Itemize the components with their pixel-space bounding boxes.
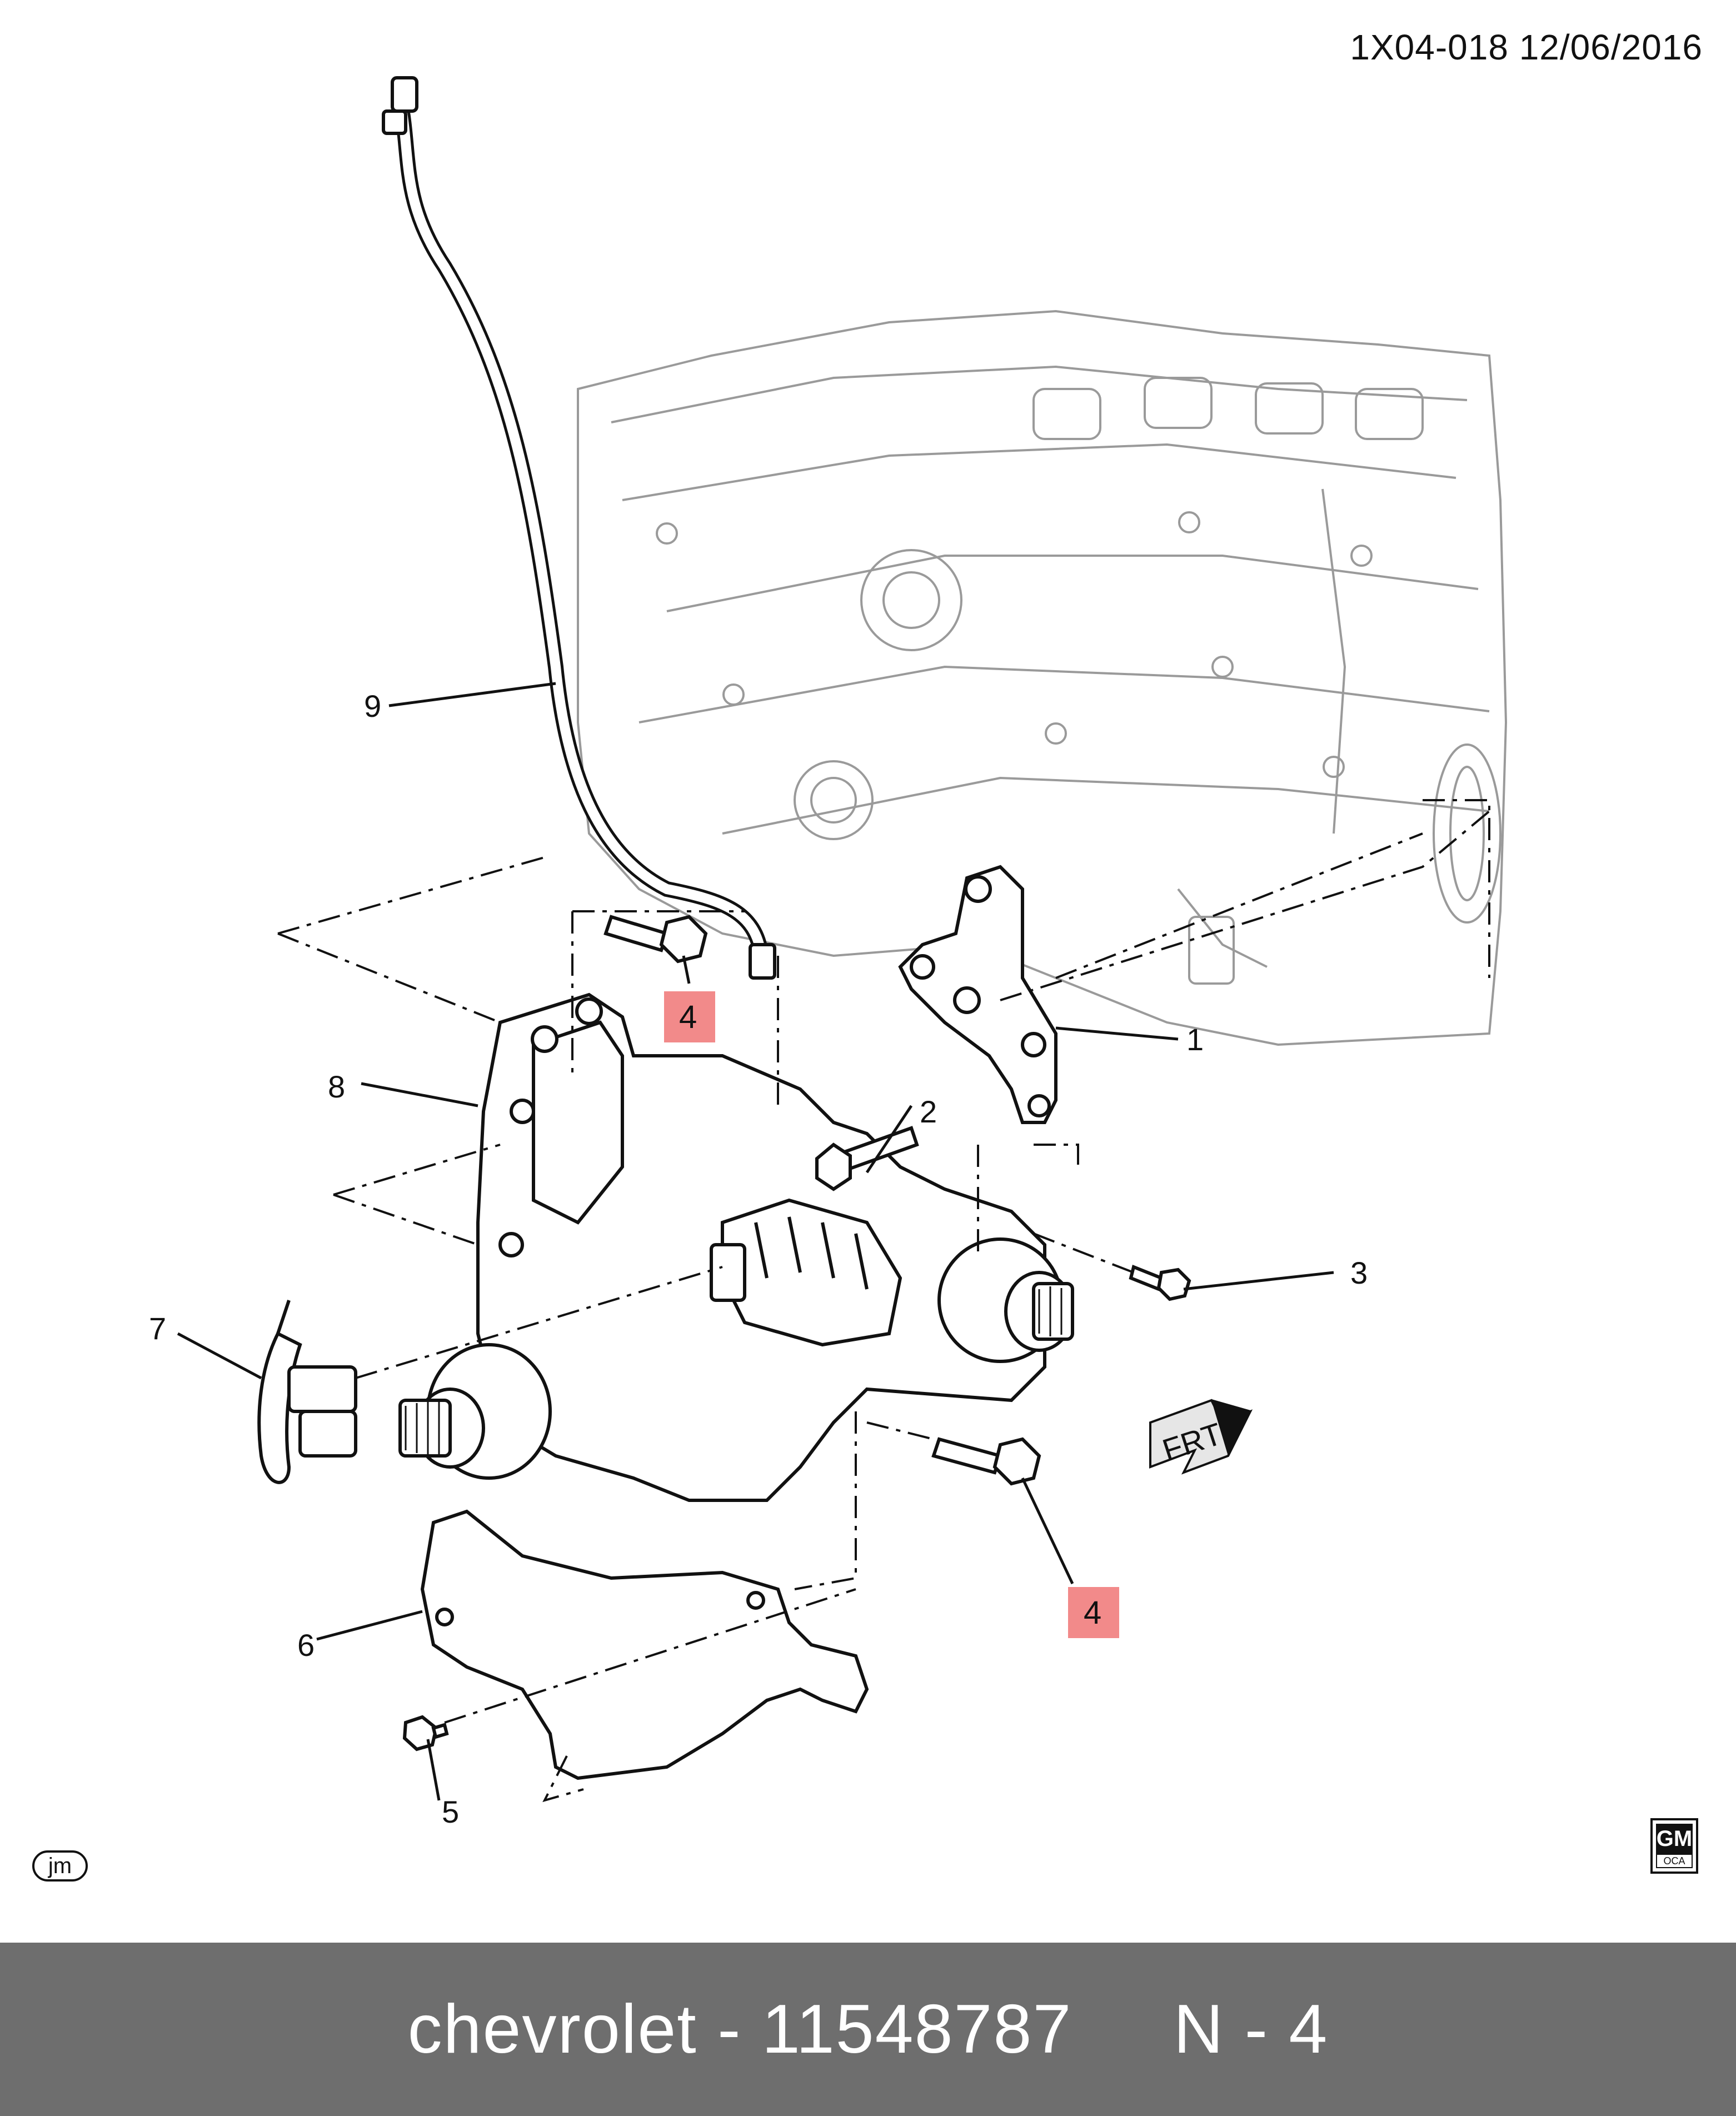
callout-6: 6 [297,1628,315,1663]
engine-block [577,310,1508,1046]
callout-5: 5 [442,1794,459,1829]
footer-part-label: chevrolet - 11548787 N - 4 [407,1991,1329,2068]
document-code: 1X04-018 12/06/2016 [1350,27,1703,67]
dipstick-tube [382,76,776,980]
heat-shield [420,1509,869,1780]
frt-orientation-marker: FRT [1149,1399,1253,1475]
callout-7: 7 [149,1311,166,1346]
callout-4-lower: 4 [1084,1595,1101,1631]
callout-4-upper: 4 [679,999,697,1035]
output-shaft-left [398,1343,552,1480]
bolt-5 [402,1715,449,1751]
callout-9: 9 [364,688,381,723]
bolt-4-lower [931,1437,1041,1486]
callout-3: 3 [1350,1255,1368,1290]
artist-badge: jm [32,1850,88,1882]
bolt-2 [815,1126,919,1191]
leader-lines [177,682,1334,1801]
gm-logo: GM OCA [1650,1818,1698,1874]
callout-2: 2 [920,1094,937,1129]
bolt-3 [1129,1264,1191,1301]
callout-4-upper-highlight [664,991,715,1042]
alignment-lines [277,799,1490,1803]
callout-8: 8 [328,1069,345,1104]
callout-1: 1 [1186,1022,1204,1057]
mount-bracket [898,865,1057,1124]
gm-logo-bottom: OCA [1656,1854,1693,1868]
harness-connector [257,1300,357,1484]
gm-logo-top: GM [1656,1824,1693,1854]
output-shaft-right [937,1237,1074,1363]
footer-bar: chevrolet - 11548787 N - 4 [0,1943,1736,2116]
callout-4-lower-highlight [1068,1587,1119,1638]
bolt-4-upper [603,915,708,964]
actuator-motor [710,1198,902,1347]
